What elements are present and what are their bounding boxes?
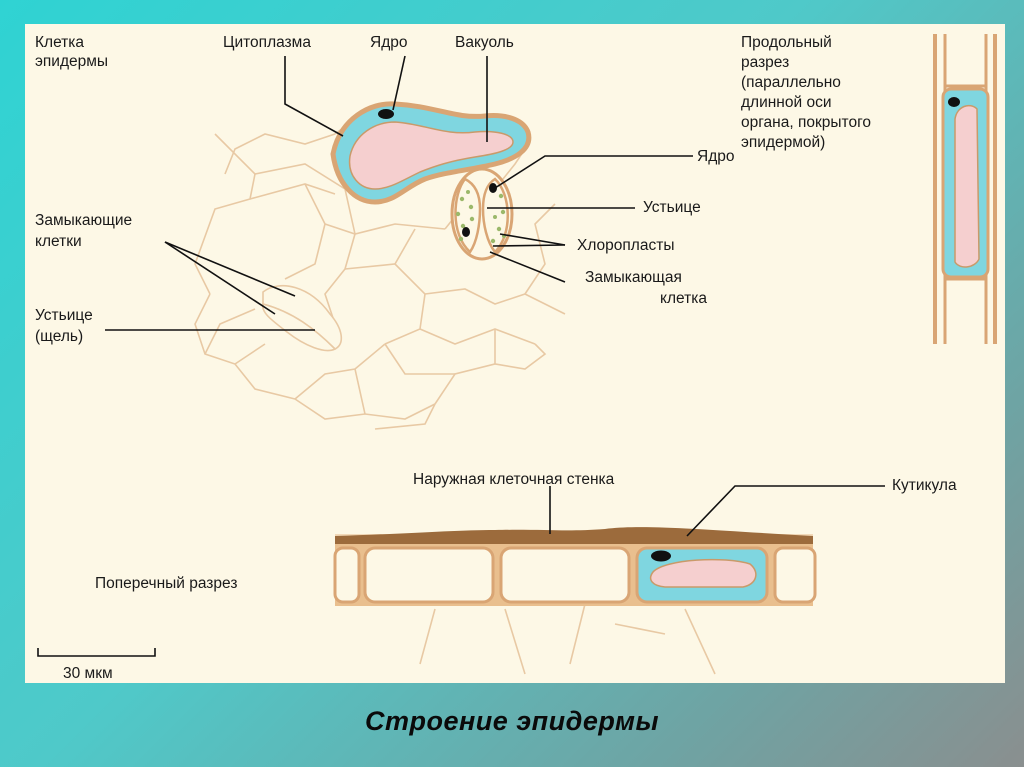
label-cytoplasm: Цитоплазма <box>223 34 311 51</box>
cross-lower-cells <box>419 603 716 675</box>
cross-cell-edge-left <box>333 546 361 604</box>
label-longitudinal-3: (параллельно <box>741 74 841 91</box>
diagram-panel: Клетка эпидермы Цитоплазма Ядро Вакуоль … <box>25 24 1005 683</box>
right-stoma <box>450 167 514 261</box>
left-stoma <box>261 284 343 352</box>
slide-title: Строение эпидермы <box>364 706 660 736</box>
label-scale: 30 мкм <box>63 665 113 682</box>
label-guard-cell-2: клетка <box>660 290 707 307</box>
label-longitudinal-2: разрез <box>741 54 789 71</box>
nucleus-right-upper <box>489 183 497 193</box>
scale-bar <box>37 648 156 657</box>
cross-cell-edge-right <box>773 546 817 604</box>
cross-cell-1 <box>363 546 495 604</box>
label-longitudinal-6: эпидермой) <box>741 134 825 151</box>
label-stoma-left-1: Устьице <box>35 307 93 324</box>
label-epidermis-cell-2: эпидермы <box>35 53 108 70</box>
nucleus-right-lower <box>462 227 470 237</box>
label-longitudinal-4: длинной оси <box>741 94 831 111</box>
label-guard-cells-1: Замыкающие <box>35 212 132 229</box>
cross-section <box>333 527 817 675</box>
left-guard-cell-lower <box>261 303 337 352</box>
leader-lines <box>105 55 885 537</box>
chloroplasts <box>455 190 506 244</box>
vacuole <box>348 121 514 190</box>
label-cross-section: Поперечный разрез <box>95 575 237 592</box>
label-epidermis-cell-1: Клетка <box>35 34 84 51</box>
cross-vacuole <box>649 558 757 588</box>
longitudinal-section <box>933 34 997 344</box>
label-longitudinal-5: органа, покрытого <box>741 114 871 131</box>
label-guard-cells-2: клетки <box>35 233 82 250</box>
longitudinal-vacuole <box>954 104 980 268</box>
nucleus-top <box>378 109 394 119</box>
epidermis-diagram: Клетка эпидермы Цитоплазма Ядро Вакуоль … <box>35 34 997 682</box>
label-longitudinal-1: Продольный <box>741 34 832 51</box>
label-chloroplasts: Хлоропласты <box>577 237 674 254</box>
label-cuticle: Кутикула <box>892 477 957 494</box>
label-nucleus-top: Ядро <box>370 34 407 51</box>
cross-cell-2 <box>499 546 631 604</box>
cuticle <box>335 527 813 546</box>
label-stoma-right: Устьице <box>643 199 701 216</box>
cross-nucleus <box>651 550 671 562</box>
label-nucleus-right: Ядро <box>697 148 734 165</box>
label-stoma-left-2: (щель) <box>35 328 83 345</box>
label-guard-cell-1: Замыкающая <box>585 269 682 286</box>
label-outer-wall: Наружная клеточная стенка <box>413 471 615 488</box>
longitudinal-nucleus <box>948 97 960 107</box>
label-vacuole: Вакуоль <box>455 34 514 51</box>
